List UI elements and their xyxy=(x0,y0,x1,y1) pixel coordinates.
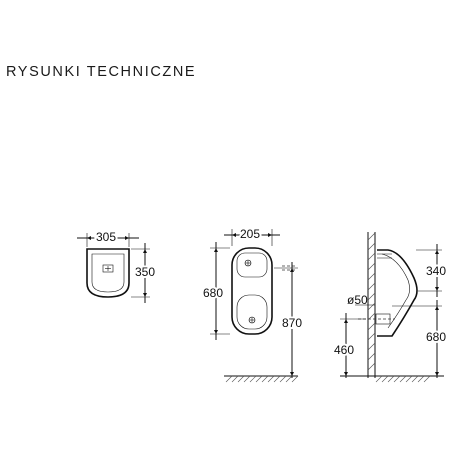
dim-side-height: 680 xyxy=(203,286,223,300)
dim-side-width: 205 xyxy=(240,227,260,241)
dim-front-width: 305 xyxy=(96,230,116,244)
urinal-body-outline xyxy=(231,247,273,335)
dim-pipe-diameter: ø50 xyxy=(347,293,368,307)
urinal-front-rim xyxy=(91,253,125,293)
dim-section-height: 680 xyxy=(426,330,446,344)
lower-bowl xyxy=(236,294,268,330)
urinal-front-outline xyxy=(86,248,130,298)
section-view-drawing: ø50 340 680 460 xyxy=(332,232,448,383)
side-view-drawing: 205 680 870 xyxy=(201,225,304,383)
wall-hatch xyxy=(367,232,376,371)
floor-hatch xyxy=(225,375,299,383)
dim-total-height: 870 xyxy=(282,316,302,330)
upper-panel xyxy=(236,252,268,278)
page-title: RYSUNKI TECHNICZNE xyxy=(6,64,197,80)
dim-drain-height: 460 xyxy=(334,343,354,357)
sensor-window xyxy=(102,264,114,273)
dim-front-height: 350 xyxy=(135,265,155,279)
front-view-drawing: 305 350 xyxy=(77,228,157,303)
section-floor-hatch xyxy=(375,375,431,383)
urinal-section-profile xyxy=(377,249,418,337)
dim-inlet-depth: 340 xyxy=(426,264,446,278)
